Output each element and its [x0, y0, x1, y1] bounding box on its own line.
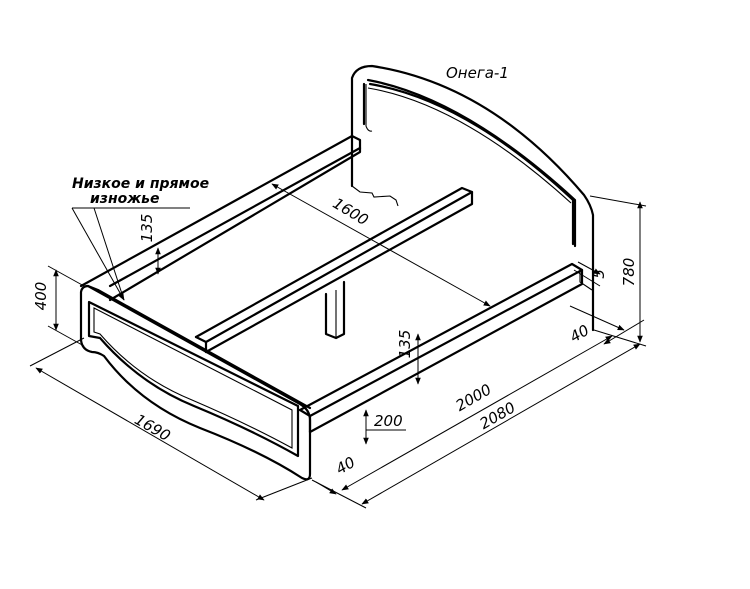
headboard	[350, 64, 595, 332]
dim-1600-label: 1600	[330, 194, 372, 229]
center-beam	[194, 186, 474, 354]
footboard-note: Низкое и прямое изножье	[71, 176, 209, 301]
dim-400-label: 400	[32, 282, 50, 311]
drawing-title: Онега-1	[446, 64, 509, 82]
dim-1690-label: 1690	[131, 410, 173, 445]
dim-40-head-label: 40	[567, 321, 593, 346]
note-line2: изножье	[90, 191, 160, 207]
dim-2080-label: 2080	[476, 398, 518, 433]
dim-200-label: 200	[374, 412, 403, 430]
dim-780: 780	[589, 195, 647, 347]
dim-5: 5	[573, 261, 608, 287]
footboard	[79, 284, 312, 481]
dim-5-label: 5	[590, 269, 608, 279]
dim-200: 200	[363, 409, 406, 445]
dim-780-label: 780	[620, 258, 638, 287]
dim-1690: 1690	[29, 337, 313, 501]
dim-135-side: 135	[138, 214, 161, 275]
dim-135-side-label: 135	[138, 214, 156, 243]
dim-400: 400	[32, 265, 85, 347]
dim-135-front-label: 135	[396, 330, 414, 359]
dim-1600: 1600	[271, 183, 491, 307]
right-side-rail	[298, 262, 584, 434]
left-side-rail	[79, 134, 362, 302]
dim-40-foot: 40	[315, 453, 359, 495]
dim-40-foot-label: 40	[333, 453, 359, 478]
note-line1: Низкое и прямое	[72, 176, 209, 192]
dim-length: 2000 2080	[311, 335, 641, 509]
